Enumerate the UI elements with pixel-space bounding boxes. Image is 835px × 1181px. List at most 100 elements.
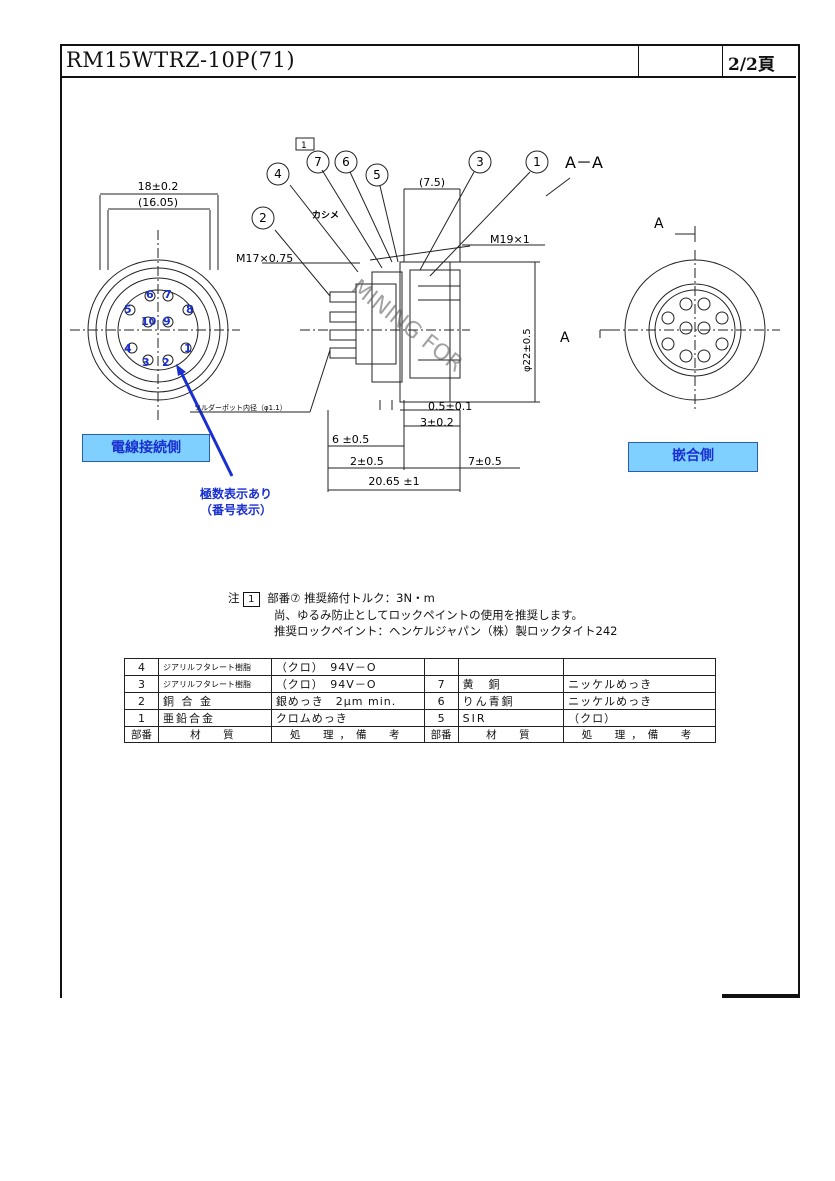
- right-pin-holes: [661, 297, 729, 363]
- callout-label: 2: [259, 211, 267, 225]
- treatment: クロムめっき: [270, 709, 425, 727]
- thread-rear: M17×0.75: [236, 252, 293, 265]
- callout-label: 3: [476, 155, 484, 169]
- part-no: [423, 658, 459, 676]
- note-prefix: 注: [228, 591, 240, 605]
- table-header-row: 部番 材 質 処 理，備 考 部番 材 質 処 理，備 考: [124, 726, 716, 743]
- dim-outer: 18±0.2: [138, 180, 179, 193]
- dim-diameter: φ22±0.5: [522, 328, 533, 372]
- pin-numbers: 6 7 5 8 10 9 4 1 3 2: [124, 288, 194, 369]
- treatment: （クロ）: [563, 709, 716, 727]
- frame-corner-bar: [722, 994, 798, 998]
- header-divider: [638, 44, 639, 76]
- pin-label: 3: [142, 356, 150, 369]
- treatment: 銀めっき 2μm min.: [270, 692, 425, 710]
- solder-note: ソルダーポット内径（φ1.1）: [194, 403, 287, 412]
- thread-front: M19×1: [490, 233, 530, 246]
- dim-e: 7±0.5: [468, 455, 502, 468]
- callout-label: 7: [314, 155, 322, 169]
- katsume-label: カシメ: [312, 210, 339, 221]
- table-row: 3 ジアリルフタレート樹脂 （クロ） 94V－O 7 黄 銅 ニッケルめっき: [124, 675, 716, 693]
- part-no: 3: [124, 675, 159, 693]
- callout-circles: [251, 150, 549, 230]
- drawing-frame: [60, 44, 800, 998]
- section-note-flag-text: 1: [301, 141, 307, 151]
- callout-label: 4: [274, 167, 282, 181]
- treatment: ニッケルめっき: [563, 692, 716, 710]
- note-line1: 部番⑦ 推奨締付トルク：3N・m: [267, 591, 435, 605]
- header-divider: [722, 44, 723, 76]
- callout-label: 5: [373, 168, 381, 182]
- callout-label: 1: [533, 155, 541, 169]
- pin-label: 10: [141, 315, 157, 328]
- part-no: 6: [423, 692, 459, 710]
- material: 黄 銅: [457, 675, 565, 693]
- pin-label: 5: [124, 303, 132, 316]
- treatment: ニッケルめっき: [563, 675, 716, 693]
- table-row: 1 亜鉛合金 クロムめっき 5 SIR （クロ）: [124, 709, 716, 727]
- part-no: 7: [423, 675, 459, 693]
- pin-note-leader: [178, 369, 234, 477]
- header-material: 材 質: [157, 726, 272, 743]
- mating-side-label: 嵌合側: [628, 442, 758, 472]
- callout-label: 6: [342, 155, 350, 169]
- dim-f: 20.65 ±1: [368, 475, 419, 488]
- callout-numbers: 1 2 3 4 5 6 7: [259, 155, 541, 225]
- header-treatment: 処 理，備 考: [270, 726, 425, 743]
- section-title: A－A: [565, 153, 603, 172]
- watermark: MINING FOR: [346, 275, 467, 377]
- title-block: RM15WTRZ-10P(71) 2/2頁: [60, 44, 796, 78]
- pin-note-arrowhead: [176, 364, 186, 376]
- section-marker-side: A: [560, 330, 570, 346]
- pin-label: 2: [162, 356, 170, 369]
- material: ジアリルフタレート樹脂: [157, 658, 272, 676]
- wire-side-label: 電線接続側: [82, 434, 210, 462]
- section-view: [190, 188, 545, 492]
- callout-leaders: [274, 169, 571, 297]
- pin-note-line1: 極数表示あり: [199, 487, 272, 501]
- note-line2: 尚、ゆるみ防止としてロックペイントの使用を推奨します。: [274, 608, 584, 622]
- material: 亜鉛合金: [157, 709, 272, 727]
- header-material: 材 質: [457, 726, 565, 743]
- note-flag: 1: [243, 592, 260, 607]
- note-line3: 推奨ロックペイント：ヘンケルジャパン（株）製ロックタイト242: [274, 624, 618, 638]
- left-connector-view: [70, 193, 240, 420]
- table-row: 2 銅 合 金 銀めっき 2μm min. 6 りん青銅 ニッケルめっき: [124, 692, 716, 710]
- drawing-title: RM15WTRZ-10P(71): [66, 48, 296, 72]
- dim-d: 2±0.5: [350, 455, 384, 468]
- material: ジアリルフタレート樹脂: [157, 675, 272, 693]
- part-no: 1: [124, 709, 159, 727]
- section-marker-top: A: [654, 216, 664, 232]
- part-no: 5: [423, 709, 459, 727]
- dim-c: 6 ±0.5: [332, 433, 369, 446]
- pin-note-line2: （番号表示）: [199, 503, 272, 517]
- pin-label: 1: [184, 342, 192, 355]
- pin-label: 7: [164, 288, 172, 301]
- pin-label: 8: [186, 303, 194, 316]
- left-pin-holes: [124, 290, 194, 366]
- material: 銅 合 金: [157, 692, 272, 710]
- part-no: 2: [124, 692, 159, 710]
- material-table: 4 ジアリルフタレート樹脂 （クロ） 94V－O 3 ジアリルフタレート樹脂 （…: [124, 658, 716, 743]
- table-row: 4 ジアリルフタレート樹脂 （クロ） 94V－O: [124, 658, 716, 676]
- dim-inner: (16.05): [138, 196, 178, 209]
- pin-label: 9: [163, 315, 171, 328]
- page-number: 2/2頁: [728, 55, 775, 75]
- header-part-no: 部番: [423, 726, 459, 743]
- dim-a: 0.5±0.1: [428, 400, 472, 413]
- material: りん青銅: [457, 692, 565, 710]
- treatment: （クロ） 94V－O: [270, 675, 425, 693]
- treatment: [563, 658, 716, 676]
- pin-label: 4: [124, 342, 132, 355]
- header-treatment: 処 理，備 考: [563, 726, 716, 743]
- material: SIR: [457, 709, 565, 727]
- treatment: （クロ） 94V－O: [270, 658, 425, 676]
- pin-label: 6: [146, 288, 154, 301]
- right-connector-view: [599, 226, 780, 410]
- material: [457, 658, 565, 676]
- dim-b: 3±0.2: [420, 416, 454, 429]
- dim-top: (7.5): [419, 176, 445, 189]
- section-note-flag: [295, 137, 315, 151]
- part-no: 4: [124, 658, 159, 676]
